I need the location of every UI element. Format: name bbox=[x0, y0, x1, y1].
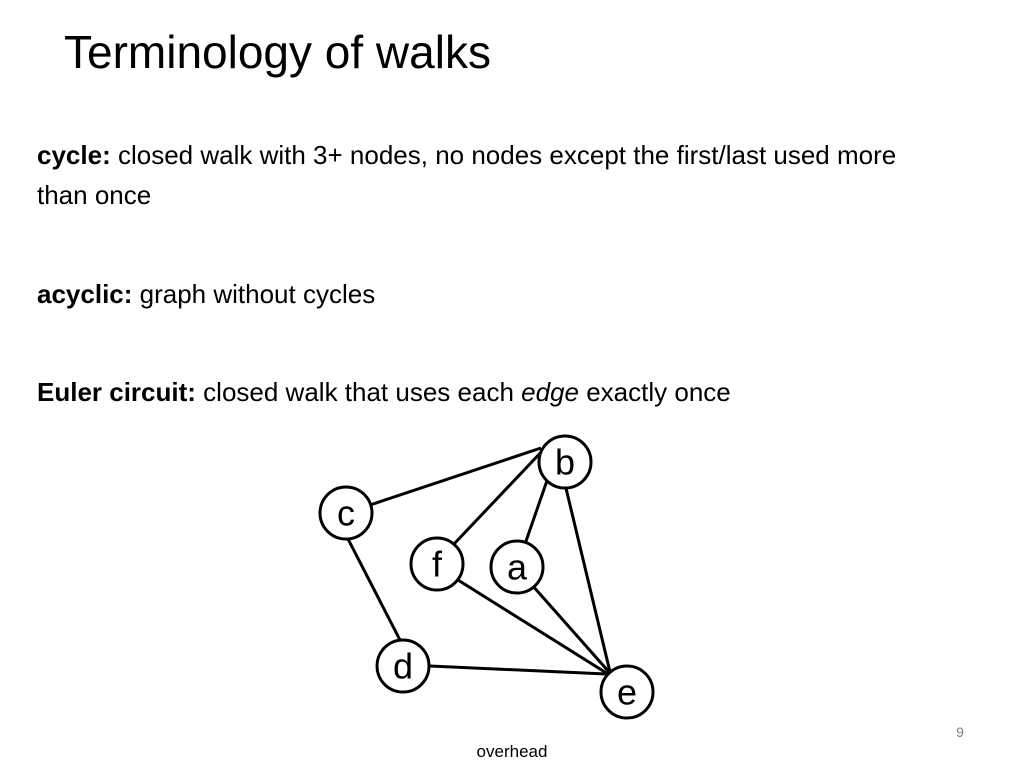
node-f-circle bbox=[409, 536, 465, 592]
node-f: f bbox=[409, 536, 465, 592]
edge-d-e bbox=[429, 664, 607, 676]
edge-c-d bbox=[345, 536, 403, 643]
footer-text: overhead bbox=[476, 742, 548, 761]
node-d-circle bbox=[375, 638, 431, 694]
term-cycle: cycle: bbox=[37, 140, 111, 170]
definition-euler-emphasis: edge bbox=[521, 377, 579, 407]
page-number: 9 bbox=[956, 724, 964, 740]
definition-cycle-text: closed walk with 3+ nodes, no nodes exce… bbox=[37, 140, 897, 210]
node-e-label: e bbox=[617, 672, 637, 713]
edge-a-b bbox=[523, 471, 552, 545]
definition-cycle: cycle: closed walk with 3+ nodes, no nod… bbox=[37, 135, 937, 215]
term-euler-circuit: Euler circuit: bbox=[37, 377, 196, 407]
edge-b-e bbox=[563, 483, 612, 673]
definition-acyclic: acyclic: graph without cycles bbox=[37, 274, 937, 314]
edge-f-b bbox=[452, 446, 547, 546]
node-b-circle bbox=[537, 434, 593, 490]
definition-euler-circuit: Euler circuit: closed walk that uses eac… bbox=[37, 372, 937, 412]
node-d: d bbox=[375, 638, 431, 694]
term-acyclic: acyclic: bbox=[37, 279, 133, 309]
node-e: e bbox=[599, 664, 655, 720]
node-c-circle bbox=[318, 485, 374, 541]
definition-acyclic-text: graph without cycles bbox=[139, 279, 376, 309]
edge-a-e bbox=[530, 584, 611, 673]
node-d-label: d bbox=[393, 646, 413, 687]
node-a-label: a bbox=[507, 547, 528, 588]
node-c: c bbox=[318, 485, 374, 541]
node-b-label: b bbox=[555, 442, 575, 483]
definition-euler-text-2: exactly once bbox=[586, 377, 731, 407]
node-e-circle bbox=[599, 664, 655, 720]
node-a: a bbox=[489, 539, 545, 595]
definition-euler-text-1: closed walk that uses each bbox=[203, 377, 514, 407]
node-f-label: f bbox=[432, 544, 443, 585]
node-c-label: c bbox=[337, 493, 355, 534]
node-a-circle bbox=[489, 539, 545, 595]
edge-f-e bbox=[457, 578, 609, 676]
node-b: b bbox=[537, 434, 593, 490]
slide-title: Terminology of walks bbox=[64, 26, 491, 78]
graph-edges bbox=[345, 446, 612, 676]
edge-c-b bbox=[369, 446, 542, 507]
graph-nodes: b c f a d e bbox=[318, 434, 655, 720]
